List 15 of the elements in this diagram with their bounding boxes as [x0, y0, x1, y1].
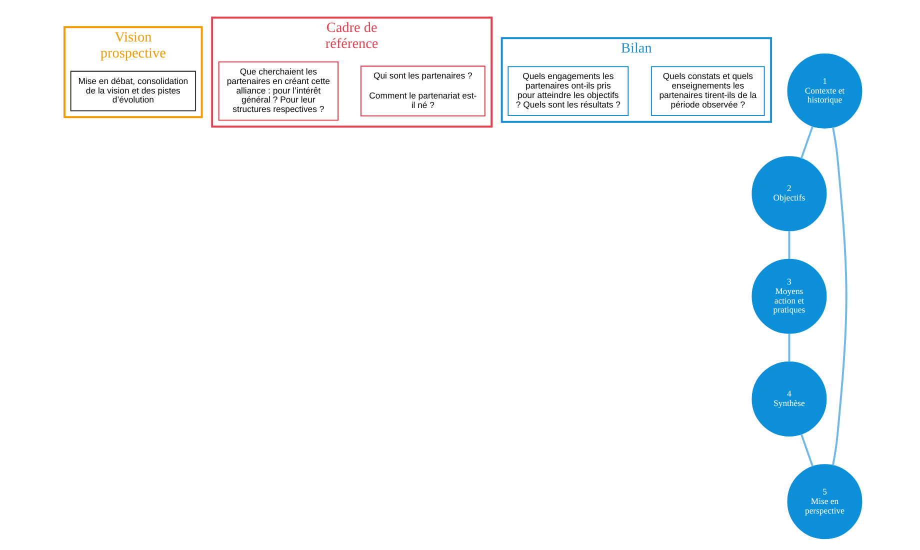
node-circle: 4 Synthèse [752, 361, 827, 436]
node-circle: 3 Moyens action et pratiques [752, 258, 827, 334]
node-box: Mise en débat, consolidation de la vision et des pistes d’évolution [70, 70, 196, 112]
connector [788, 230, 790, 260]
node-circle: 2 Objectifs [752, 156, 827, 232]
node-box: Qui sont les partenaires ? Comment le partenariat est-il né ? [360, 66, 486, 116]
connector [800, 434, 814, 467]
connector [800, 126, 814, 159]
node-box: Quels constats et quels enseignements les partenaires tirent-ils de la période observée ? [650, 66, 765, 116]
node-box: Quels engagements les partenaires ont-ils pris pour atteindre les objectifs ? Quels sont les résultats ? [508, 66, 629, 116]
connector [788, 334, 790, 362]
node-circle: 5 Mise en perspective [787, 464, 862, 540]
node-circle: 1 Contexte et historique [787, 54, 862, 129]
node-box: Que cherchaient les partenaires en créant cette alliance : pour l’intérêt général ? Pour leur structures respectives ? [218, 61, 339, 121]
connector [832, 127, 848, 466]
